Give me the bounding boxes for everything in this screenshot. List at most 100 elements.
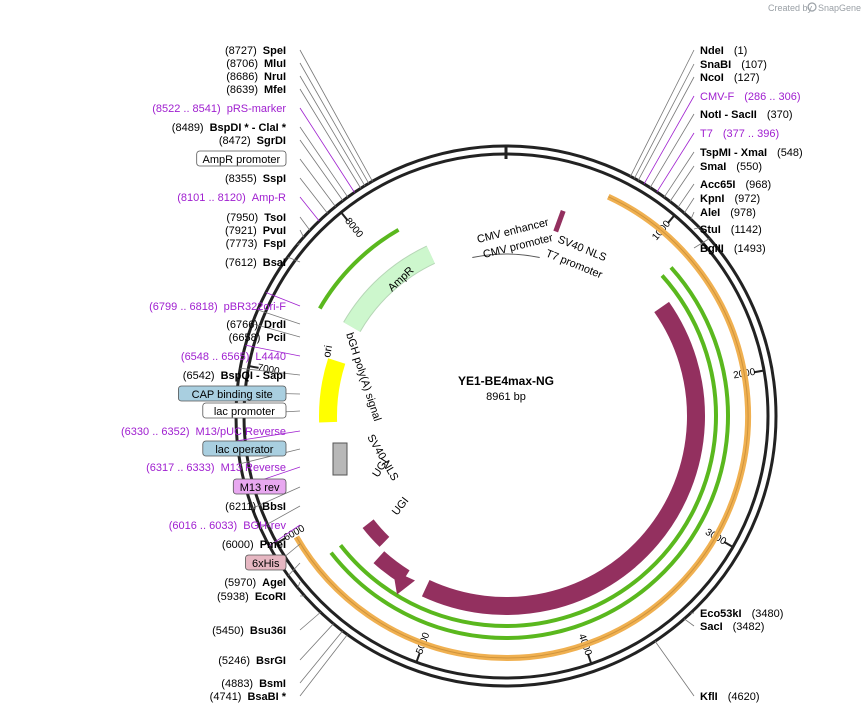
- site-position: (548): [777, 147, 803, 159]
- leader-line: [265, 292, 301, 307]
- tick-2000: [753, 369, 765, 374]
- site-label: (7612) BsaI: [225, 257, 286, 269]
- site-name: BsaBI *: [247, 691, 286, 703]
- site-name: T7: [700, 128, 713, 140]
- site-position: (370): [767, 109, 793, 121]
- site-name: SnaBI: [700, 59, 731, 71]
- site-label: SacI(3482): [700, 621, 764, 633]
- site-label: Acc65I(968): [700, 179, 771, 191]
- leader-line: [299, 126, 349, 198]
- site-position: (6317 .. 6333): [146, 462, 215, 474]
- site-name: pBR322ori-F: [224, 301, 287, 313]
- site-name: M13 Reverse: [221, 462, 286, 474]
- leader-line: [669, 165, 695, 202]
- feature-box: [202, 402, 287, 419]
- leader-line: [297, 581, 301, 588]
- leader-line: [299, 216, 311, 231]
- site-position: (5970): [224, 577, 256, 589]
- site-position: (1): [734, 45, 747, 57]
- site-position: (8706): [226, 58, 258, 70]
- leader-line: [299, 177, 328, 214]
- site-label: (6766) DrdI: [226, 319, 286, 331]
- feature-box-label: lac promoter: [214, 406, 275, 418]
- site-name: BsrGI: [256, 655, 286, 667]
- site-label: (8522 .. 8541)pRS-marker: [152, 103, 286, 115]
- site-position: (6542): [183, 370, 215, 382]
- site-name: BsaI: [263, 257, 286, 269]
- site-label: (8101 .. 8120)Amp-R: [177, 192, 286, 204]
- leader-line: [252, 486, 301, 509]
- leader-line: [237, 430, 301, 442]
- site-position: (6766): [226, 319, 258, 331]
- site-label: Eco53kI(3480): [700, 608, 783, 620]
- site-position: (4883): [221, 678, 253, 690]
- site-position: (7612): [225, 257, 257, 269]
- site-position: (6211): [225, 501, 256, 513]
- site-position: (286 .. 306): [744, 91, 800, 103]
- site-label: (6658)PciI: [229, 332, 286, 344]
- leader-line: [299, 139, 344, 201]
- feature-box: [196, 150, 287, 167]
- site-position: (7921): [225, 225, 257, 237]
- site-label: (8706)MluI: [226, 58, 286, 70]
- site-position: (6548 .. 6565): [181, 351, 250, 363]
- leader-line: [240, 367, 301, 376]
- leader-line: [299, 88, 362, 189]
- site-label: CMV-F(286 .. 306): [700, 91, 801, 103]
- site-label: SnaBI(107): [700, 59, 767, 71]
- plasmid-name: YE1-BE4max-NG: [458, 374, 554, 388]
- site-label: BglII(1493): [700, 243, 766, 255]
- site-name: NruI: [264, 71, 286, 83]
- credit-brand: SnapGene: [818, 3, 861, 13]
- bgh-label: bGH poly(A) signal: [343, 331, 383, 423]
- ugi-arrow-2: [362, 519, 390, 547]
- site-label: (6330 .. 6352)M13/pUC Reverse: [121, 426, 286, 438]
- leader-line: [252, 323, 301, 338]
- site-label: KpnI(972): [700, 193, 760, 205]
- site-label: (8639)MfeI: [226, 84, 286, 96]
- site-position: (1142): [731, 224, 762, 236]
- site-label: (6799 .. 6818) pBR322ori-F: [149, 301, 286, 313]
- leader-line: [299, 630, 343, 684]
- site-name: BGH-rev: [243, 520, 286, 532]
- site-position: (8489): [172, 122, 204, 134]
- leader-line: [633, 63, 695, 179]
- left-site-labels: (8727)SpeI(8706)MluI(8686)NruI(8639)MfeI…: [121, 45, 287, 703]
- site-label: NcoI (127): [700, 72, 760, 84]
- site-position: (6330 .. 6352): [121, 426, 190, 438]
- site-label: (5246)BsrGI: [218, 655, 286, 667]
- cmv-arrow: [472, 254, 540, 272]
- tick-4000: [587, 653, 593, 665]
- site-name: NcoI: [700, 72, 724, 84]
- leader-line: [299, 196, 320, 222]
- tick-8000: [340, 211, 349, 221]
- site-label: TspMI - XmaI(548): [700, 147, 803, 159]
- feature-box-label: lac operator: [215, 444, 273, 456]
- site-label: (5970)AgeI: [224, 577, 286, 589]
- site-label: T7(377 .. 396): [700, 128, 779, 140]
- site-label: (5938)EcoRI: [217, 591, 286, 603]
- site-position: (6799 .. 6818): [149, 301, 218, 313]
- leader-line: [649, 113, 695, 188]
- leader-line: [299, 634, 348, 697]
- site-position: (3482): [733, 621, 765, 633]
- leader-line: [299, 611, 321, 631]
- site-name: Eco53kI: [700, 608, 742, 620]
- site-position: (8522 .. 8541): [152, 103, 221, 115]
- site-position: (127): [734, 72, 760, 84]
- site-name: DrdI: [264, 319, 286, 331]
- leader-line: [637, 76, 695, 181]
- site-position: (6016 .. 6033): [169, 520, 238, 532]
- site-name: BspDI * - ClaI *: [210, 122, 287, 134]
- site-label: AleI(978): [700, 207, 756, 219]
- site-label: (8472)SgrDI: [219, 135, 286, 147]
- ugi-arrow-1: [373, 551, 410, 584]
- leader-line: [690, 211, 695, 220]
- site-position: (8355): [225, 173, 257, 185]
- leader-line: [683, 618, 695, 627]
- site-name: L4440: [255, 351, 286, 363]
- leader-line: [677, 183, 695, 208]
- feature-box-label: AmpR promoter: [203, 154, 281, 166]
- leader-line: [693, 238, 710, 249]
- site-name: SspI: [263, 173, 286, 185]
